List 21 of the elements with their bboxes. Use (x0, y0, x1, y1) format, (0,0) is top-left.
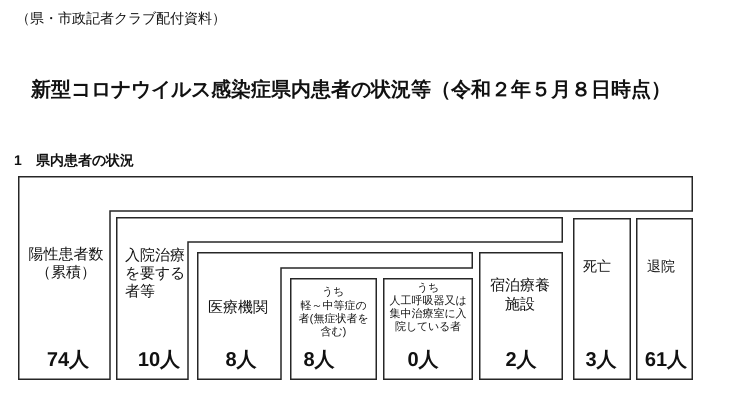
count-value: 3人 (585, 348, 617, 372)
count-value: 8人 (303, 348, 335, 372)
category-label: 人工呼吸器又は集中治療室に入院している者 (388, 295, 468, 334)
count-value: 61人 (644, 348, 688, 372)
count-value: 0人 (407, 348, 439, 372)
header-note: （県・市政記者クラブ配付資料） (16, 9, 226, 27)
category-label: 死亡 (583, 257, 611, 275)
subset-label: うち (417, 282, 439, 295)
count-value: 2人 (505, 348, 537, 372)
category-label: 陽性患者数（累積） (28, 246, 104, 282)
count-value: 8人 (225, 348, 257, 372)
category-label: 入院治療を要する者等 (125, 247, 186, 301)
category-label: 退院 (647, 257, 675, 275)
category-label: 医療機関 (208, 299, 268, 317)
count-value: 74人 (46, 348, 90, 372)
category-label: 宿泊療養施設 (489, 276, 551, 314)
section-heading: 1 県内患者の状況 (14, 151, 134, 169)
category-label: 軽～中等症の者(無症状者を含む) (298, 300, 370, 339)
count-value: 10人 (138, 348, 180, 372)
subset-label: うち (322, 286, 344, 299)
page-title: 新型コロナウイルス感染症県内患者の状況等（令和２年５月８日時点） (31, 79, 671, 101)
